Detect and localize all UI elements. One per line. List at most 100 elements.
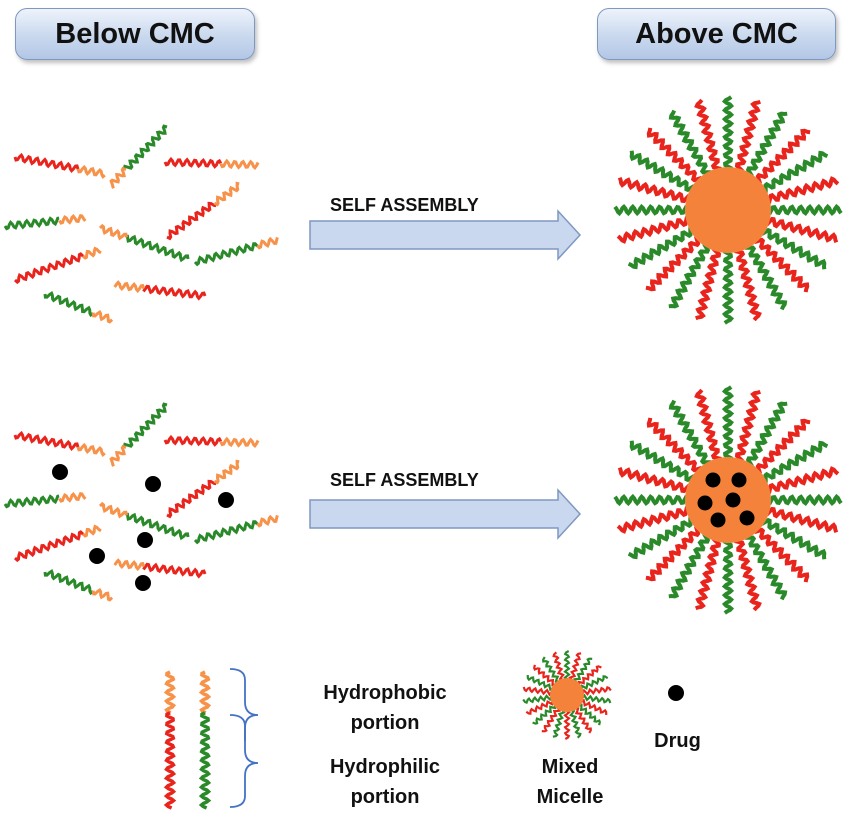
micelle-corona-chain [733, 246, 762, 322]
micelle-corona-chain [668, 109, 713, 178]
legend-surfactant-chains [163, 670, 212, 810]
micelle-corona-chain [755, 128, 811, 186]
mixed-micelle-label-line2: Micelle [536, 786, 604, 808]
drug-icon [668, 685, 684, 701]
unimer-chain-2 [109, 124, 168, 189]
drug-scene-unimer-chain-10 [43, 569, 114, 602]
unimer-chain-1 [13, 152, 106, 179]
micelle-core [685, 167, 771, 253]
micelle-corona-chain [613, 203, 691, 217]
loaded-micelle-corona-chain [755, 418, 811, 476]
drug-scene-unimer-chain-1 [13, 430, 106, 457]
self-assembly-label-top: SELF ASSEMBLY [330, 195, 479, 215]
loaded-micelle-corona-chain [745, 401, 788, 469]
unimer-chain-10 [43, 291, 114, 324]
micelle-corona-chain [734, 99, 762, 175]
loaded-micelle-corona-chain [617, 466, 693, 494]
self-assembly-label-bottom: SELF ASSEMBLY [330, 470, 479, 490]
micelle-corona-chain [645, 234, 701, 292]
loaded-micelle-corona-chain [764, 466, 840, 495]
legend-micelle-corona-chain [577, 698, 608, 715]
drug-particle [137, 532, 153, 548]
loaded-micelle-corona-chain [763, 506, 839, 534]
drug-particle [135, 575, 151, 591]
encapsulated-drug [705, 472, 721, 488]
micelle-corona-chain [616, 215, 692, 244]
micelle-corona-chain [763, 216, 839, 244]
loaded-micelle-corona-chain [721, 537, 735, 615]
legend-micelle-corona-chain [573, 657, 593, 686]
hydrophobic-label-line1: Hydrophobic [323, 682, 447, 704]
loaded-micelle-corona-chain [752, 527, 810, 583]
legend-chain-green [198, 670, 212, 810]
unimer-chain-3 [163, 156, 260, 171]
legend-micelle-corona-chain [522, 686, 556, 697]
mixed-micelle [613, 95, 843, 325]
legend-micelle-corona-chain [525, 697, 556, 715]
hydrophilic-label: Hydrophilic portion [290, 752, 480, 812]
loaded-micelle-corona-chain [616, 505, 692, 534]
drug-scene-unimer-chain-3 [163, 434, 260, 449]
legend-micelle-corona-chain [578, 693, 612, 704]
drug-particle [218, 492, 234, 508]
loaded-micelle-corona-chain [694, 388, 723, 464]
encapsulated-drug [739, 510, 755, 526]
drug-scene-unimer-chain-5 [166, 459, 240, 519]
loaded-micelle-corona-chain [627, 515, 696, 560]
loaded-micelle-corona-chain [721, 385, 735, 463]
unimer-chain-8 [13, 246, 102, 285]
drug-scene-unimer-chain-6 [98, 501, 190, 541]
micelle-corona-chain [759, 227, 827, 270]
mixed-micelle-label-line1: Mixed [541, 756, 599, 778]
hydrophilic-label-line1: Hydrophilic [329, 756, 440, 778]
legend-micelle-corona-chain [563, 707, 571, 740]
legend-micelle-corona-chain [552, 651, 567, 684]
encapsulated-drug [731, 472, 747, 488]
legend-micelle-corona-chain [578, 675, 609, 693]
legend-braces [229, 668, 259, 808]
drug-label: Drug [654, 730, 701, 752]
unimer-chain-4 [3, 213, 87, 231]
loaded-micelle-corona-chain [734, 389, 762, 465]
legend-micelle-corona-chain [541, 704, 561, 733]
legend-micelle-corona-chain [563, 650, 571, 683]
micelle-corona-chain [760, 150, 829, 195]
micelle-corona-chain [646, 127, 704, 183]
above-cmc-label: Above CMC [597, 8, 836, 60]
micelle-corona-chain [617, 176, 693, 204]
drug-scene-unimer-chain-9 [113, 558, 207, 579]
micelle-corona-chain [764, 176, 840, 205]
drug-particle [52, 464, 68, 480]
micelle-corona-chain [745, 111, 788, 179]
unimer-chain-9 [113, 280, 207, 301]
self-assembly-arrow-bottom [309, 488, 582, 540]
legend-micelle-corona-chain [567, 706, 582, 739]
drug-scene-unimer-chain-2 [109, 402, 168, 467]
loaded-micelle-corona-chain [743, 532, 788, 601]
loaded-micelle-corona-chain [613, 493, 691, 507]
legend-micelle-corona-chain [579, 685, 612, 697]
micelle-corona-chain [752, 237, 810, 293]
legend-micelle-corona-chain [526, 675, 557, 692]
legend-micelle-corona-chain [533, 664, 559, 687]
loaded-micelle-corona-chain [645, 524, 701, 582]
drug-particle [145, 476, 161, 492]
loaded-micelle-corona-chain [733, 536, 762, 612]
loaded-micelle-corona-chain [760, 440, 829, 485]
micelle-corona-chain [721, 247, 735, 325]
drug-particle [89, 548, 105, 564]
legend-micelle-corona-chain [532, 701, 558, 725]
drug-loaded-micelle [613, 385, 843, 615]
hydrophobic-label-line2: portion [350, 712, 420, 734]
self-assembly-arrow-top [309, 209, 582, 261]
loaded-micelle-corona-chain [668, 399, 713, 468]
legend-micelle-core [550, 678, 584, 712]
micelle-corona-chain [743, 242, 788, 311]
hydrophilic-label-line2: portion [350, 786, 420, 808]
loaded-micelle-corona-chain [668, 531, 711, 599]
micelle-corona-chain [721, 95, 735, 173]
encapsulated-drug [710, 512, 726, 528]
loaded-micelle-corona-chain [759, 517, 827, 560]
loaded-micelle-corona-chain [694, 535, 722, 611]
